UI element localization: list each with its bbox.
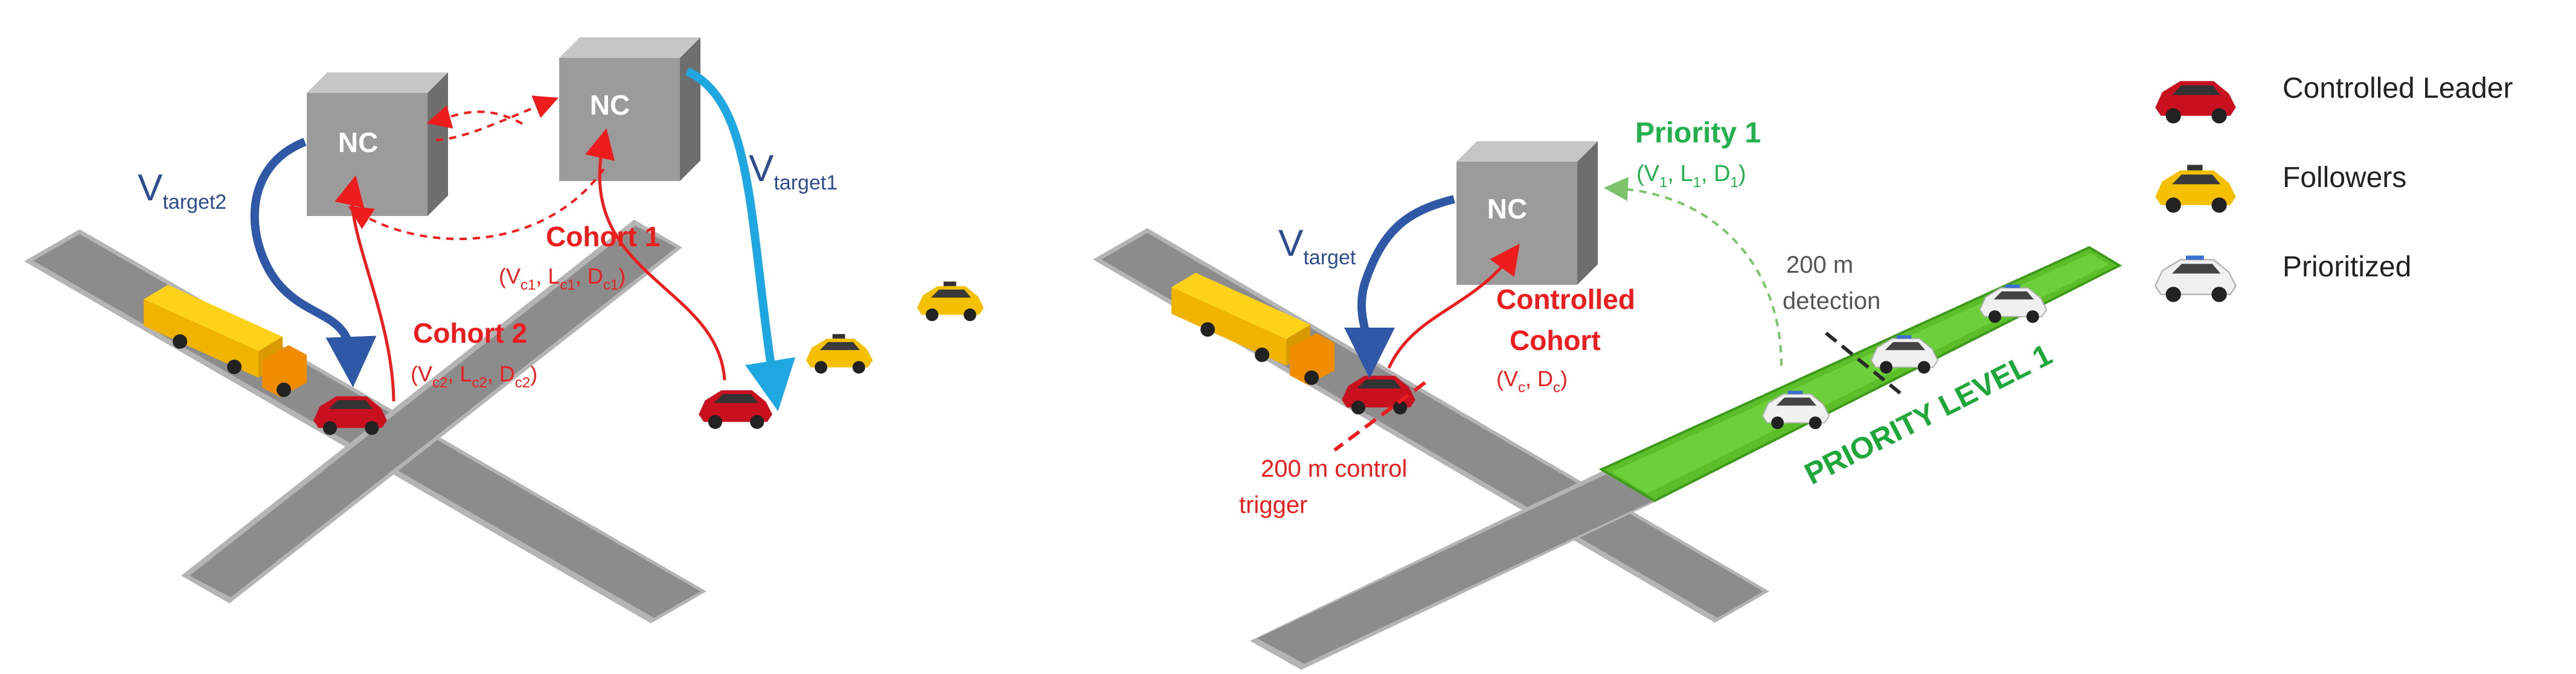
cohort2-params: (Vc2, Lc2, Dc2) [411,361,537,391]
priority-detection-arrow [1604,177,1783,366]
red-car-icon [2155,81,2236,124]
nc-label: NC [590,89,630,121]
controlled-cohort-params: (Vc, Dc) [1496,366,1568,396]
controlled-cohort-line2: Cohort [1510,325,1601,356]
control-trigger-line1: 200 m control [1261,456,1407,482]
legend-label: Controlled Leader [2283,72,2513,104]
vtarget-arrow [1344,195,1455,378]
yellow-car-icon [806,334,873,374]
priority1-params: (V1, L1, D1) [1636,161,1746,191]
nc-exchange-arrow [426,105,523,129]
cohort1-control-arrow [585,128,726,381]
nc-exchange-arrow [435,95,559,141]
yellow-car-icon [917,281,984,322]
detection-line2: detection [1783,288,1880,314]
nc-label: NC [1487,193,1527,224]
cohort1-title: Cohort 1 [546,221,660,252]
right-scene: NC Vtarget Priority 1 (V1, L1, D1) Contr… [1093,117,2123,670]
vtarget1-arrow [685,67,796,412]
detection-line [1825,331,1903,396]
priority1-title: Priority 1 [1635,117,1761,149]
vtarget2-label: Vtarget2 [138,167,226,214]
controlled-cohort-line1: Controlled [1496,284,1635,315]
legend-label: Prioritized [2283,251,2411,283]
white-car-icon [2155,255,2237,303]
control-trigger-line [1333,381,1426,452]
nc-exchange-arrow [348,168,605,240]
legend: Controlled Leader Followers Prioritized [2155,72,2513,303]
controlled-cohort-arrow [1387,243,1520,369]
truck-icon [1171,273,1334,385]
red-car-icon [699,390,772,429]
control-trigger-line2: trigger [1239,492,1307,518]
left-scene: NC NC Vtarget2 Vtarget1 Cohort 1 (Vc1, L… [24,37,984,623]
yellow-car-icon [2155,165,2236,213]
cohort2-title: Cohort 2 [413,317,527,349]
vtarget-label: Vtarget [1278,223,1356,269]
vtarget1-label: Vtarget1 [749,148,838,194]
vtarget2-arrow [250,138,377,387]
legend-label: Followers [2283,162,2406,194]
detection-line1: 200 m [1786,252,1853,278]
nc-label: NC [338,127,378,158]
cohort1-params: (Vc1, Lc1, Dc1) [499,264,626,293]
